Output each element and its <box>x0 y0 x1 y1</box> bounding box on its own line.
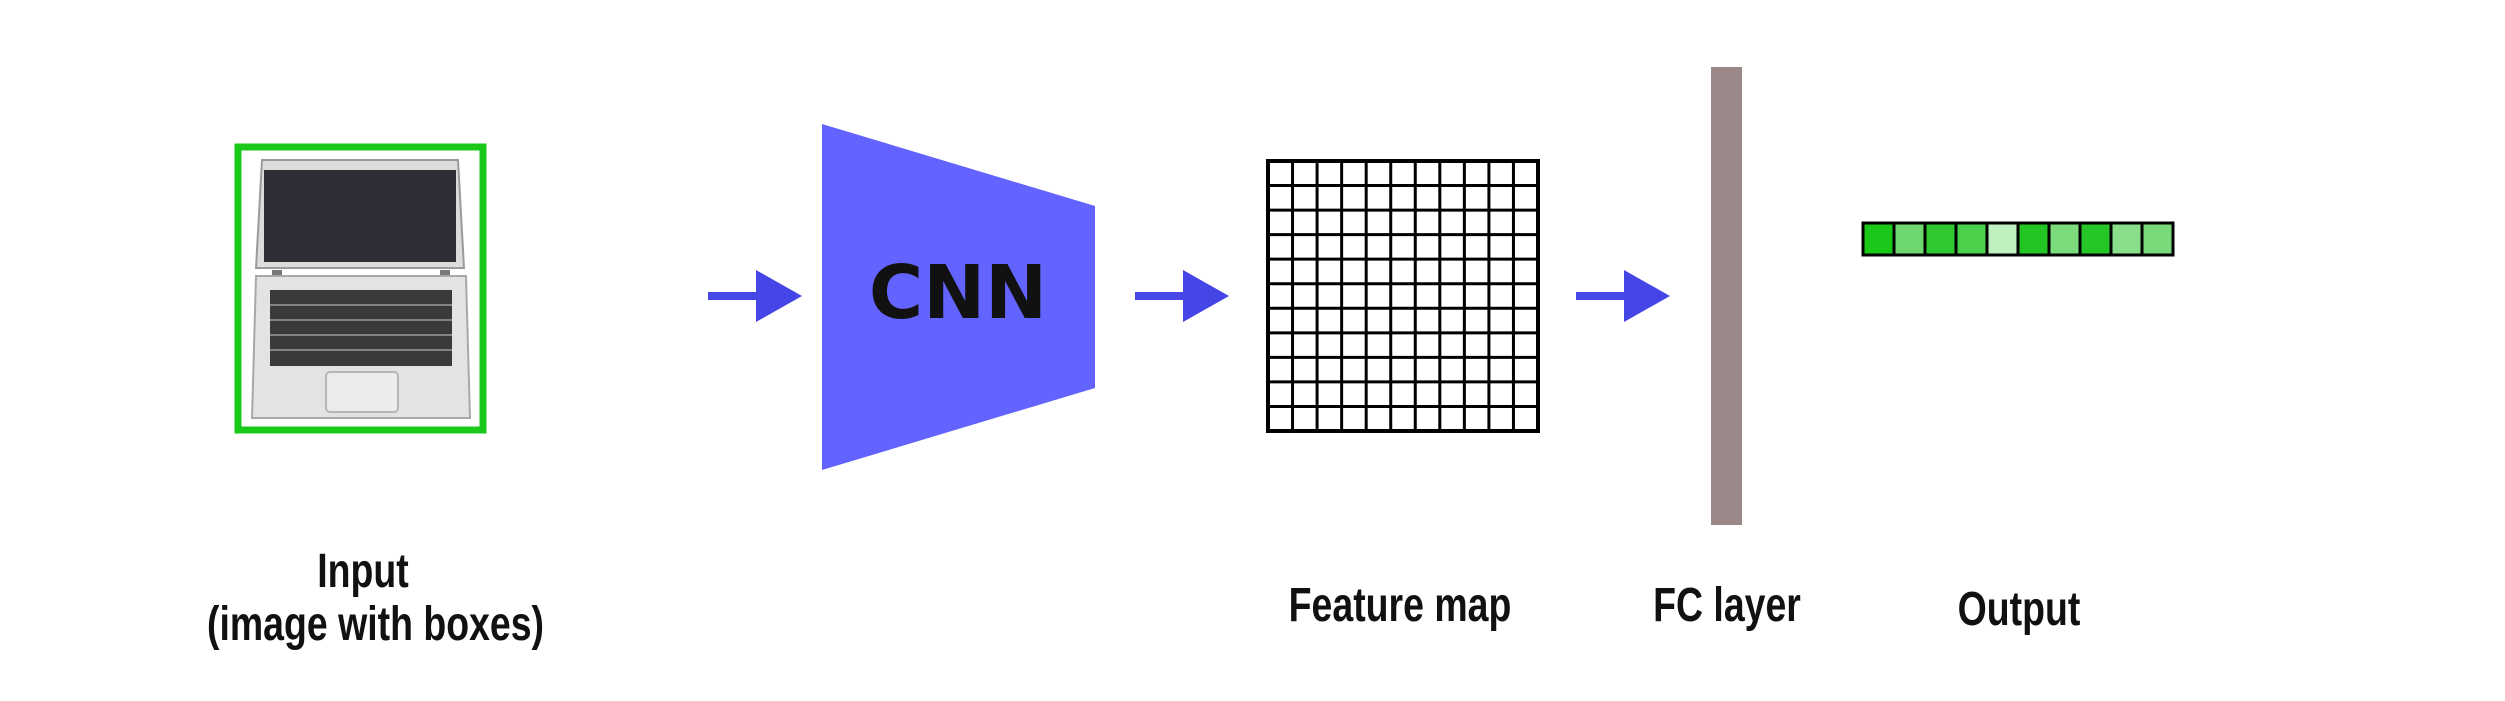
arrow-icon <box>1135 270 1229 322</box>
output-cell <box>2078 221 2113 257</box>
input-image <box>234 143 487 434</box>
fc-layer-label: FC layer <box>1653 579 1801 632</box>
output-cell <box>2047 221 2082 257</box>
arrow-icon <box>1576 270 1670 322</box>
cnn-label: CNN <box>869 250 1047 336</box>
input-label-line2: (image with boxes) <box>207 597 545 651</box>
cnn-block: CNN <box>822 124 1095 470</box>
output-cell <box>1892 221 1927 257</box>
output-cell <box>1954 221 1989 257</box>
arrow-icon <box>708 270 802 322</box>
output-cell <box>2109 221 2144 257</box>
fc-layer-bar <box>1711 67 1742 525</box>
feature-map-grid <box>1266 159 1540 433</box>
output-cell <box>2016 221 2051 257</box>
output-cell <box>1861 221 1896 257</box>
input-label-line1: Input <box>317 545 409 598</box>
laptop-icon <box>250 159 472 419</box>
output-cell <box>2140 221 2175 257</box>
output-cell <box>1923 221 1958 257</box>
output-cell <box>1985 221 2020 257</box>
output-label: Output <box>1957 583 2081 636</box>
feature-map-border <box>1266 159 1540 433</box>
output-vector <box>1861 221 2175 257</box>
input-label: Input (image with boxes) <box>207 545 545 652</box>
feature-map-label: Feature map <box>1288 579 1512 632</box>
